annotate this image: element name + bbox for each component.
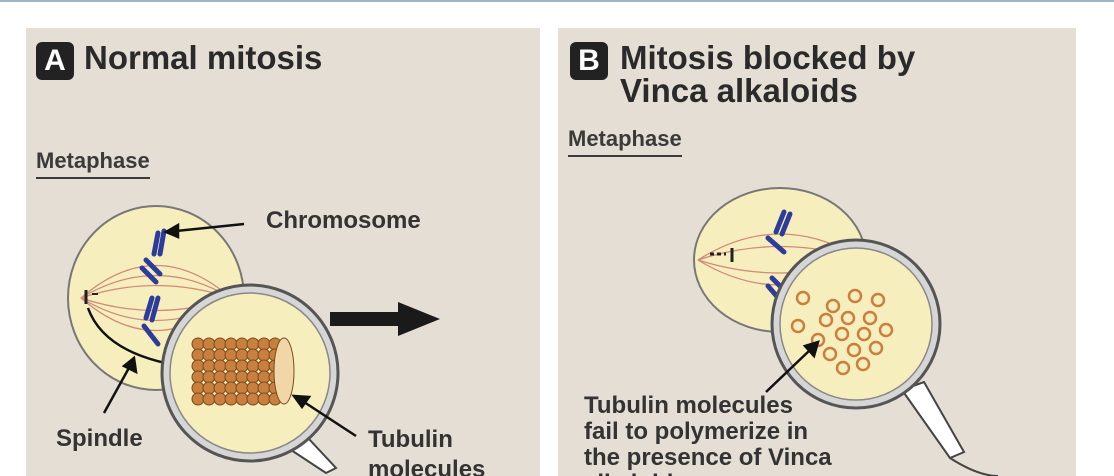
tubulin-bead: [213, 392, 227, 406]
panel-b-title-line2: Vinca alkaloids: [620, 72, 858, 109]
tubulin-bead: [224, 392, 238, 406]
tubulin-bead: [257, 370, 271, 384]
tubulin-bead: [224, 370, 238, 384]
spindle-label: Spindle: [56, 425, 143, 452]
tubulin-bead: [257, 359, 271, 373]
tubulin-bead: [191, 381, 205, 395]
tubulin-bead: [235, 337, 249, 351]
tubulin-bead: [202, 392, 216, 406]
tubulin-bead: [191, 370, 205, 384]
tubulin-bead: [235, 381, 249, 395]
free-tubulin-molecule: [840, 310, 856, 326]
free-tubulin-molecule: [855, 356, 871, 372]
tubulin-label-line1: Tubulin: [368, 426, 453, 453]
arrow-right-icon: [330, 302, 440, 336]
tubulin-bead: [257, 348, 271, 362]
free-tubulin-molecule: [834, 326, 850, 342]
free-tubulin-molecule: [818, 312, 834, 328]
tubulin-bead: [235, 348, 249, 362]
tubulin-bead: [213, 337, 227, 351]
free-tubulin-molecule: [868, 340, 884, 356]
caption-line1: Tubulin molecules: [584, 392, 793, 419]
free-tubulin-molecule: [856, 326, 872, 342]
tubulin-bead: [257, 337, 271, 351]
tubulin-bead: [191, 337, 205, 351]
caption-line4: alkaloids: [584, 471, 687, 476]
panel-blocked-mitosis: B Mitosis blocked by Vinca alkaloids Met…: [558, 28, 1076, 476]
caption-line3: the presence of Vinca: [584, 444, 832, 471]
top-border: [0, 0, 1114, 2]
tubulin-bead: [246, 348, 260, 362]
free-tubulin-molecule: [795, 290, 811, 306]
tubulin-bead: [191, 348, 205, 362]
panel-b-phase: Metaphase: [568, 126, 682, 157]
free-tubulin-molecule: [847, 288, 863, 304]
tubulin-bead: [246, 370, 260, 384]
tubulin-bead: [224, 381, 238, 395]
tubulin-label-line2: molecules: [368, 456, 486, 476]
tubulin-bead: [224, 348, 238, 362]
tubulin-bead: [257, 392, 271, 406]
panel-b-title-line1: Mitosis blocked by: [620, 39, 916, 76]
chromosomes: [139, 228, 167, 347]
tubulin-bead: [224, 337, 238, 351]
panel-a-title: Normal mitosis: [84, 39, 323, 76]
tubulin-bead: [246, 337, 260, 351]
tubulin-bead: [202, 381, 216, 395]
panel-a-illustration: [67, 205, 440, 475]
tubulin-bead: [213, 348, 227, 362]
panel-a-badge: A: [36, 42, 74, 80]
tubulin-bead: [213, 370, 227, 384]
panel-a-phase: Metaphase: [36, 148, 150, 179]
tubulin-bead: [202, 370, 216, 384]
panel-normal-mitosis: A Normal mitosis Metaphase: [26, 28, 540, 476]
tubulin-bead: [213, 381, 227, 395]
free-tubulin-molecule: [825, 298, 841, 314]
panel-b-illustration: [693, 187, 999, 476]
microtubule-end: [273, 337, 295, 405]
free-tubulin-molecule: [790, 318, 806, 334]
tubulin-bead: [246, 359, 260, 373]
tubulin-bead: [202, 359, 216, 373]
free-tubulin-molecule: [835, 360, 851, 376]
tubulin-bead: [257, 381, 271, 395]
tubulin-bead: [202, 337, 216, 351]
free-tubulin-molecule: [870, 292, 886, 308]
tubulin-bead: [213, 359, 227, 373]
tubulin-bead: [235, 359, 249, 373]
tubulin-bead: [191, 359, 205, 373]
tubulin-bead: [224, 359, 238, 373]
free-tubulin-molecule: [822, 346, 838, 362]
free-tubulin-molecule: [862, 310, 878, 326]
tubulin-bead: [235, 392, 249, 406]
free-tubulin-molecule: [878, 322, 894, 338]
tubulin-bead: [246, 381, 260, 395]
magnifier-icon: [770, 238, 999, 476]
tubulin-bead: [191, 392, 205, 406]
tubulin-bead: [246, 392, 260, 406]
chromosome-label: Chromosome: [266, 207, 421, 234]
tubulin-bead: [235, 370, 249, 384]
microtubule-icon: [191, 337, 295, 406]
panel-b-badge: B: [570, 42, 608, 80]
caption-line2: fail to polymerize in: [584, 418, 809, 445]
tubulin-bead: [202, 348, 216, 362]
free-tubulin-molecule: [846, 342, 862, 358]
tubulin-dimer-icon: [790, 288, 894, 376]
